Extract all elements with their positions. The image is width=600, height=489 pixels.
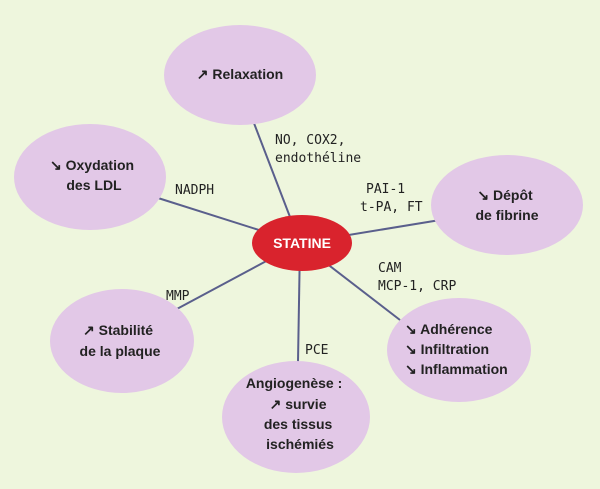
edge-label-stabilite: MMP	[166, 289, 190, 304]
node-oxydation-label: ↘ Oxydation des LDL	[50, 157, 138, 193]
node-angiogenese-label: Angiogenèse : ↗ survie des tissus ischém…	[246, 375, 346, 452]
node-oxydation	[14, 124, 166, 230]
node-relaxation	[164, 25, 316, 125]
center-label: STATINE	[273, 235, 331, 251]
node-stabilite	[50, 289, 194, 393]
center-node	[252, 215, 352, 271]
edge-label-oxydation: NADPH	[175, 183, 214, 198]
edge-label-angiogenese: PCE	[305, 343, 328, 358]
node-stabilite-label: ↗ Stabilité de la plaque	[80, 322, 161, 359]
node-adherence	[387, 298, 531, 402]
edge-label-fibrine: PAI-1 t-PA, FT	[360, 182, 423, 215]
node-adherence-label: ↘ Adhérence ↘ Infiltration ↘ Inflammatio…	[405, 321, 508, 377]
edge-label-adherence: CAM MCP-1, CRP	[378, 261, 456, 294]
node-fibrine-label: ↘ Dépôt de fibrine	[475, 187, 538, 223]
node-angiogenese	[222, 361, 370, 473]
node-relaxation-label: ↗ Relaxation	[197, 66, 283, 82]
node-fibrine	[431, 155, 583, 255]
edge-label-relaxation: NO, COX2, endothéline	[275, 133, 361, 166]
